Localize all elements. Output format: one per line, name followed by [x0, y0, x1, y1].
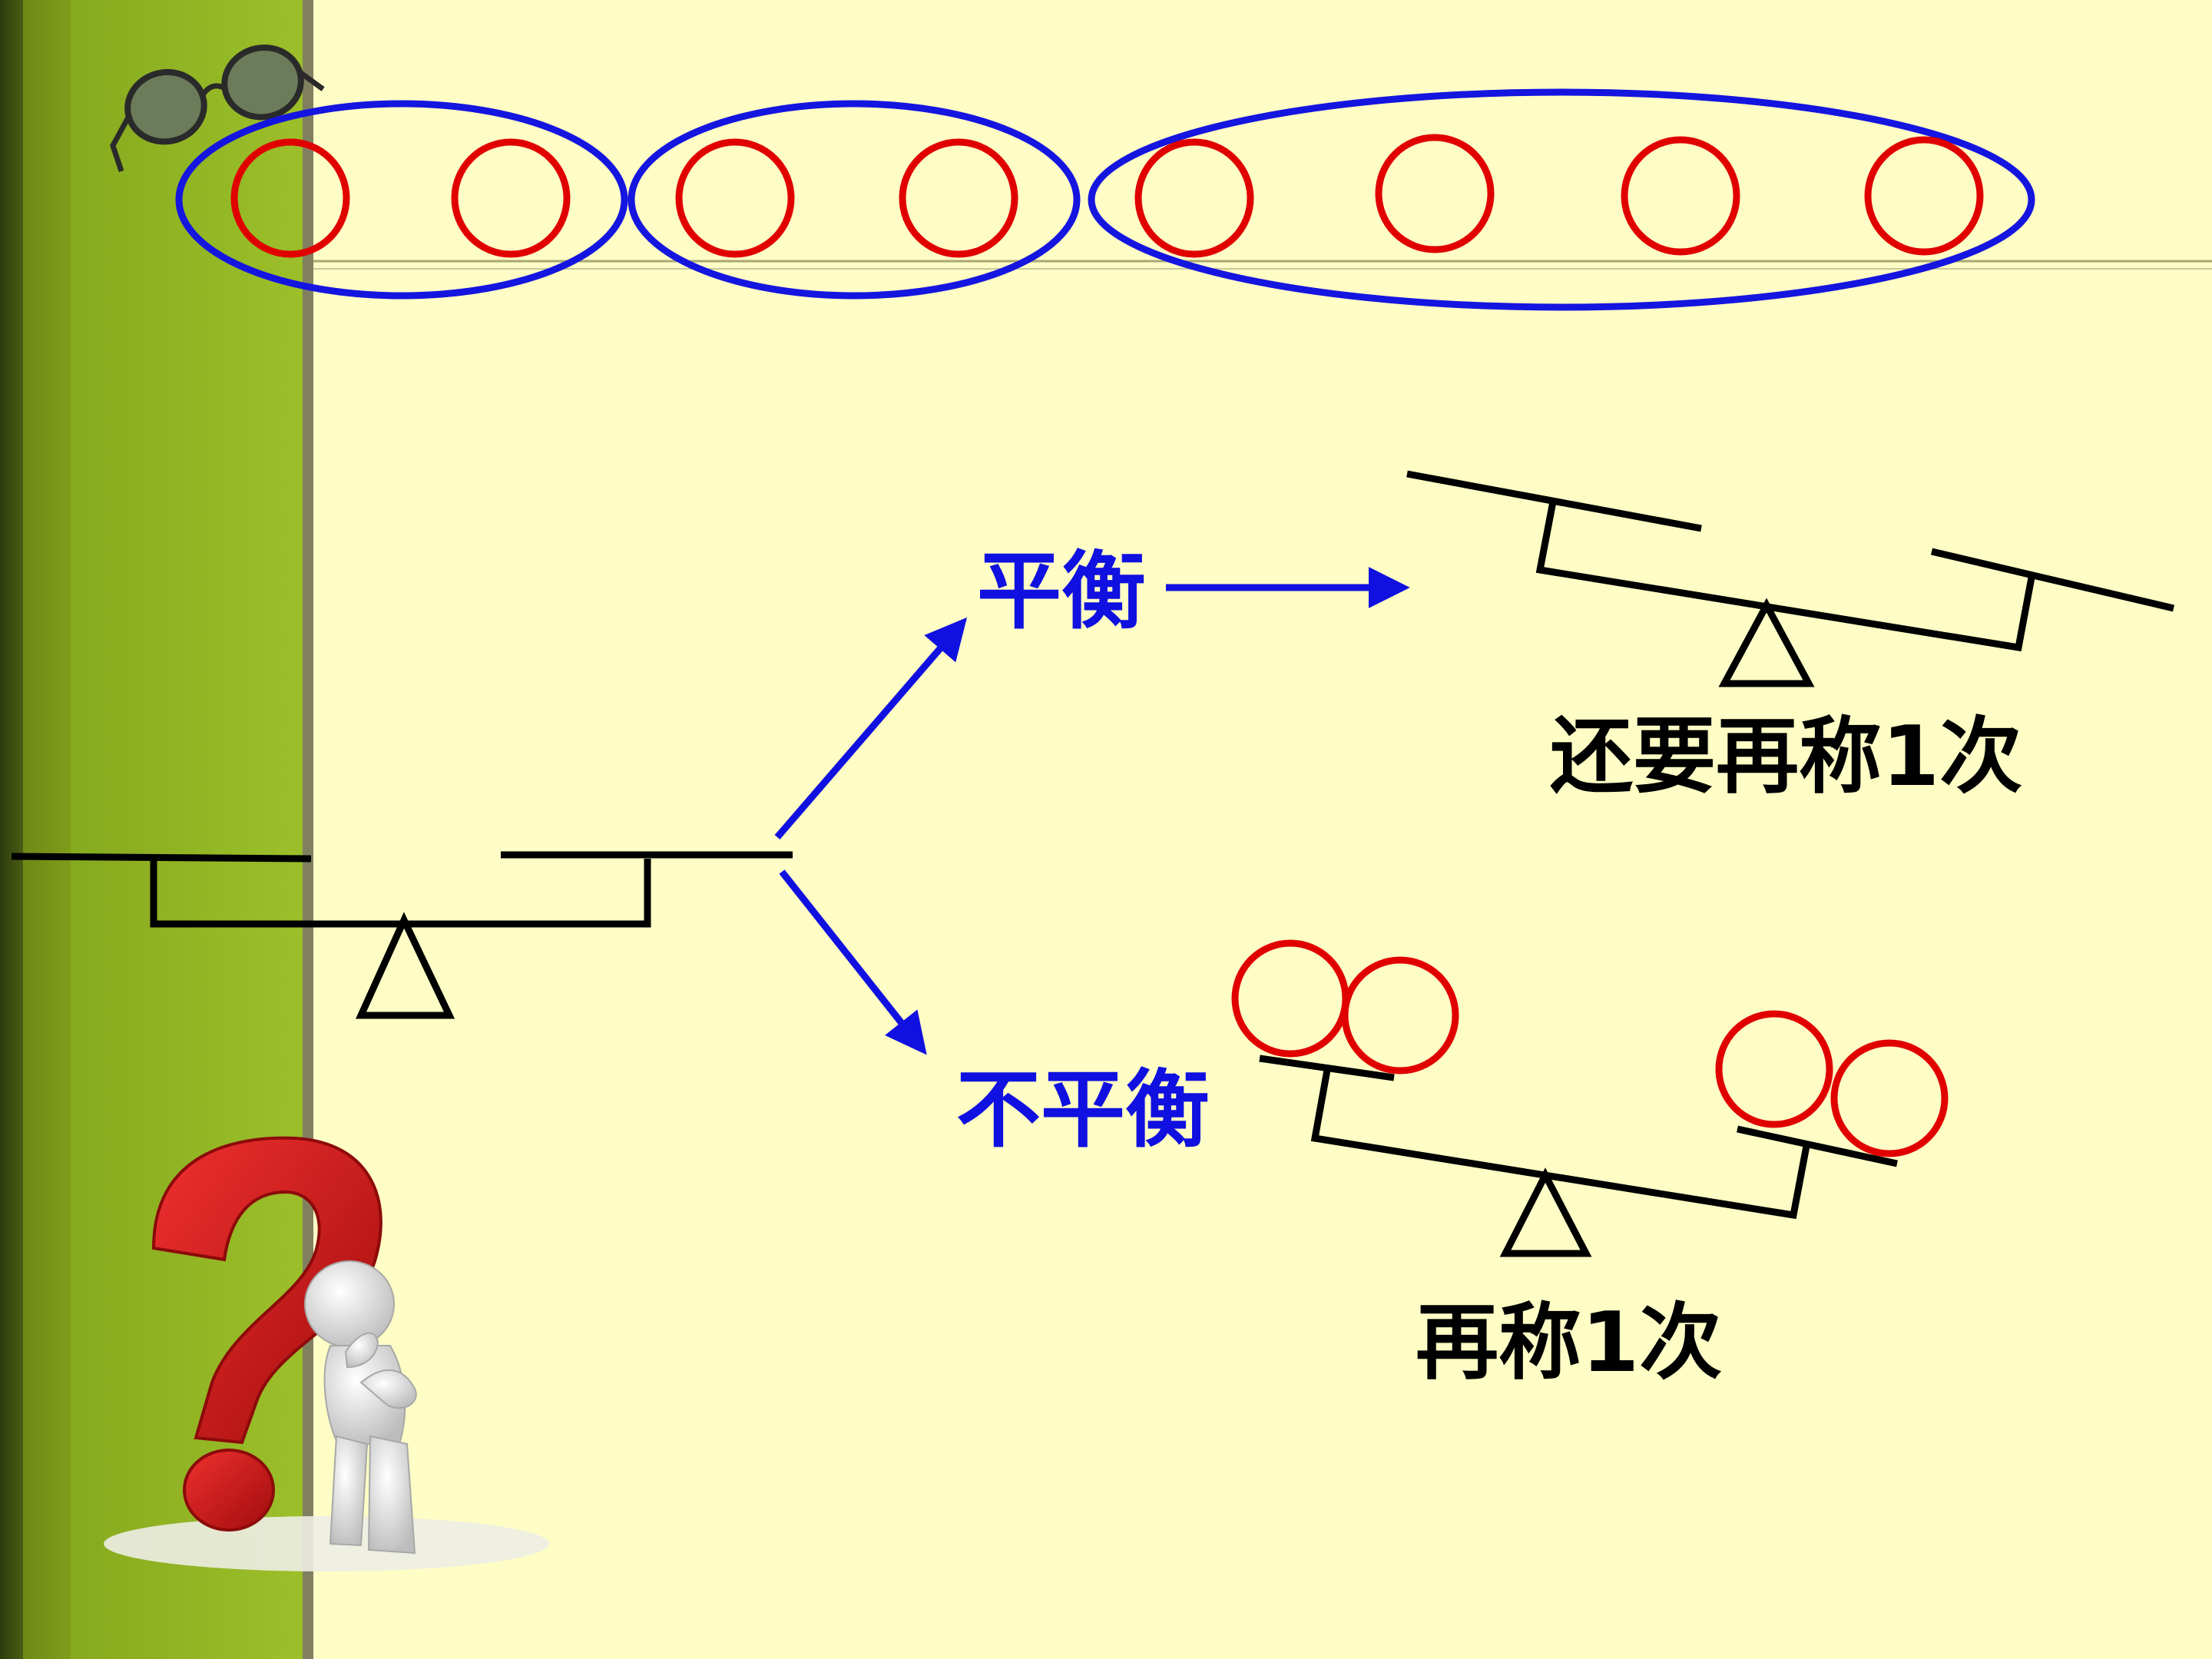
branch-arrows	[777, 588, 1402, 1048]
item-circle	[1345, 960, 1455, 1071]
item-circle	[455, 142, 567, 254]
label-unbalanced: 不平衡	[956, 1068, 1210, 1152]
label-weigh-again: 再称1次	[1416, 1302, 1722, 1385]
group-ellipse-2	[631, 104, 1077, 296]
item-circle	[1834, 1043, 1945, 1154]
label-weigh-again-still: 还要再称1次	[1550, 716, 2022, 799]
arrow-to-unbalanced	[782, 872, 922, 1048]
item-circle	[1624, 140, 1737, 252]
item-circle	[1379, 137, 1491, 250]
item-circle	[902, 142, 1015, 254]
item-circle	[1868, 140, 1980, 252]
thinking-figure-icon	[305, 1261, 416, 1553]
label-balanced: 平衡	[977, 549, 1146, 634]
balance-scale-balanced-branch	[1407, 474, 2174, 684]
item-circle	[1235, 943, 1346, 1054]
group-ellipse-3	[1091, 92, 2032, 307]
arrow-to-balanced	[777, 624, 962, 837]
items-row	[234, 137, 1980, 254]
balance-scale-unbalanced-branch	[1235, 943, 1945, 1253]
item-circle	[1719, 1014, 1830, 1124]
item-circle	[679, 142, 791, 254]
item-circle	[1138, 142, 1250, 254]
